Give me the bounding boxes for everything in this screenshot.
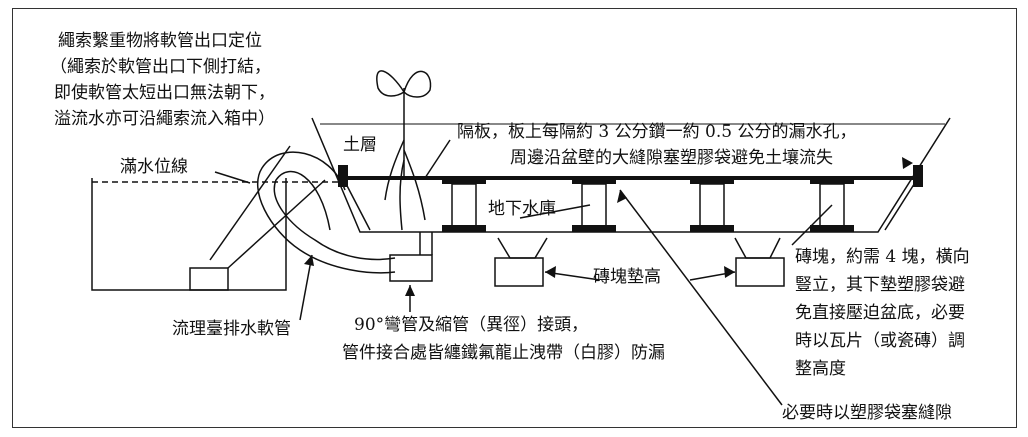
plant-leaf-left — [376, 70, 405, 97]
brick-note-3: 免直接壓迫盆底，必要 — [795, 303, 965, 323]
pad-4 — [810, 176, 854, 184]
leader-reservoir — [519, 204, 591, 219]
pad-8 — [810, 225, 854, 232]
reservoir-brick-1 — [451, 183, 477, 227]
pad-left — [338, 165, 348, 187]
pad-3 — [690, 176, 734, 184]
brick-note-4: 時以瓦片（或瓷磚）調 — [795, 331, 965, 351]
pad-7 — [690, 225, 734, 232]
water-box — [91, 178, 287, 291]
diagram-frame — [12, 8, 1017, 428]
leader-rope-b — [227, 179, 326, 269]
drain-hose-label: 流理臺排水軟管 — [172, 319, 291, 339]
reservoir-brick-3 — [699, 183, 725, 227]
rope-label-4: 溢流水亦可沿繩索流入箱中） — [54, 109, 275, 129]
leader-hose — [299, 254, 313, 321]
drain-hose-outer — [257, 151, 396, 274]
leader-rope — [209, 145, 291, 261]
partition-label-1: 隔板，板上每隔約 3 公分鑽一約 0.5 公分的漏水孔， — [457, 122, 856, 142]
pad-6 — [572, 225, 616, 232]
reservoir-label: 地下水庫 — [488, 199, 556, 219]
pad-right — [913, 165, 923, 187]
leader-gap — [619, 189, 783, 406]
pad-2 — [572, 176, 616, 184]
brick-raise-2 — [735, 257, 785, 287]
planter-inner-right — [884, 177, 919, 231]
arrow-head-gap — [617, 190, 627, 203]
brick-raise-1 — [494, 257, 544, 287]
arrow-head-bricks — [545, 266, 556, 278]
brick-note-2: 豎立，其下墊塑膠袋避 — [795, 275, 965, 295]
elbow-label-1: 90°彎管及縮管（異徑）接頭， — [354, 315, 588, 335]
pad-1 — [442, 176, 486, 184]
brick-note-5: 整高度 — [795, 359, 846, 379]
arrow-head-hose — [304, 255, 314, 266]
brick-raise-label: 磚塊墊高 — [593, 267, 661, 287]
plant-roots — [384, 139, 426, 231]
arrow-head-partition — [902, 157, 913, 169]
elbow-connector — [389, 254, 433, 282]
reservoir-brick-2 — [581, 183, 607, 227]
arrow-head-elbow — [405, 285, 415, 296]
elbow-label-2: 管件接合處皆纏鐵氟龍止洩帶（白膠）防漏 — [342, 343, 665, 363]
rope-label-3: 即使軟管太短出口無法朝下， — [54, 82, 275, 103]
drain-hose-inner — [273, 170, 396, 261]
gap-seal-label: 必要時以塑膠袋塞縫隙 — [782, 403, 952, 423]
leader-water-line — [214, 171, 251, 184]
leader-partition — [424, 139, 451, 179]
rope-label-2: （繩索於軟管出口下側打結， — [50, 57, 271, 77]
brick-support-2 — [734, 237, 781, 259]
arrow-head-bricks-b — [724, 266, 735, 278]
brick-note-1: 磚塊，約需 4 塊，橫向 — [795, 247, 970, 267]
partition-label-2: 周邊沿盆壁的大縫隙塞塑膠袋避免土壤流失 — [510, 147, 833, 168]
rope-label-1: 繩索繫重物將軟管出口定位 — [58, 31, 262, 51]
plant-leaf-right — [403, 70, 432, 98]
brick-support-1 — [497, 237, 548, 259]
pad-5 — [442, 225, 486, 232]
soil-layer-label: 土層 — [343, 135, 377, 155]
weight-block — [189, 267, 229, 291]
full-water-label: 滿水位線 — [120, 157, 188, 177]
